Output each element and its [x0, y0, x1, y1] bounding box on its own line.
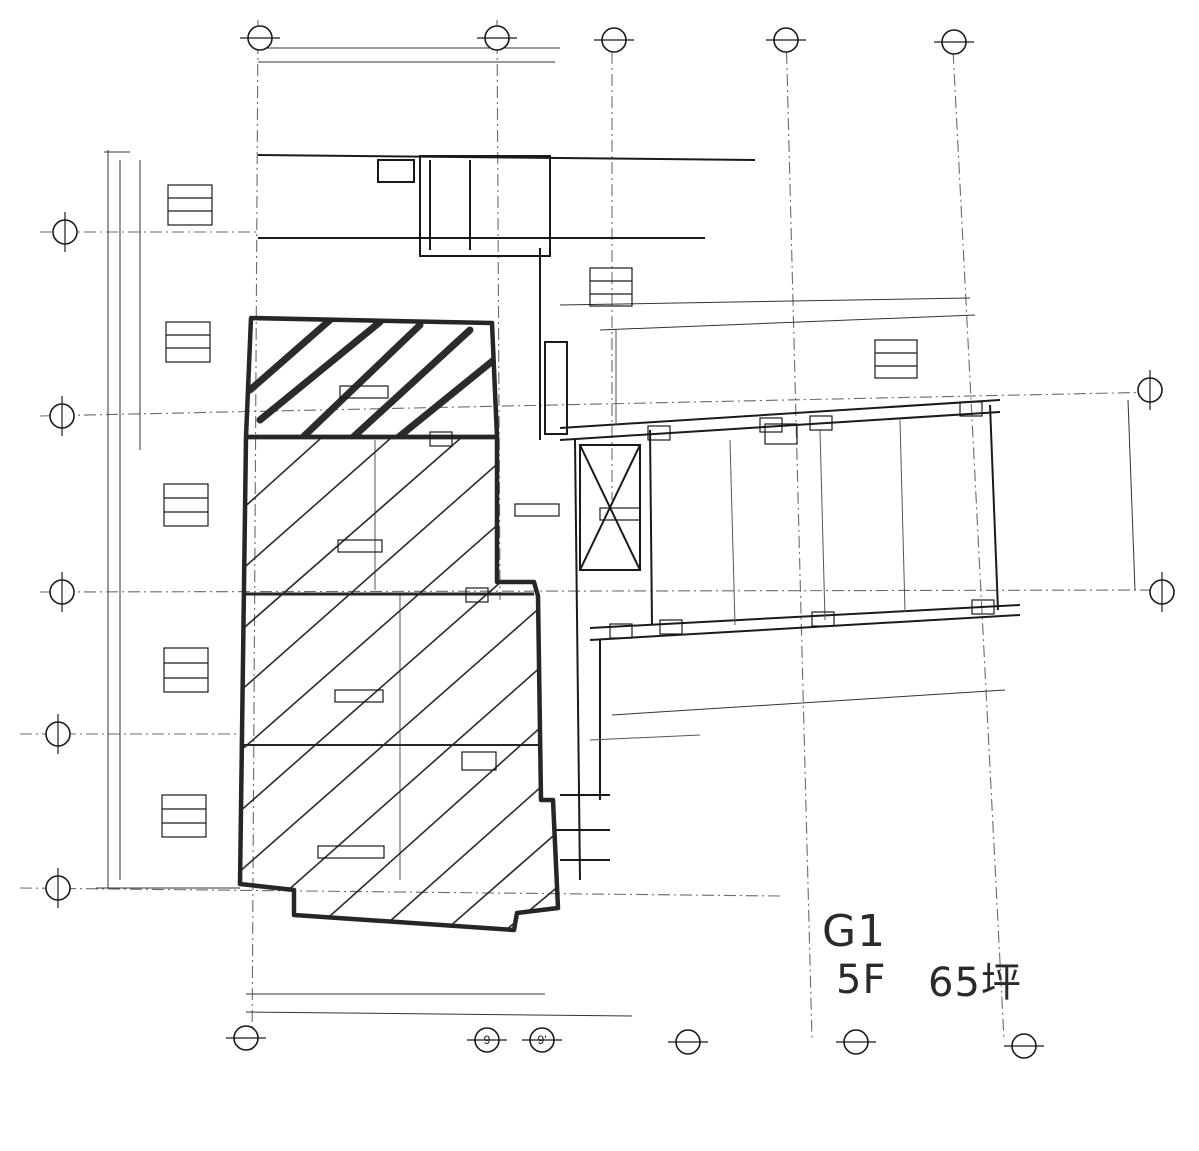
leasable-area-outline [237, 315, 561, 933]
grid-label-bottom-3: 9 [484, 1033, 491, 1047]
grid-bubble-ticks [57, 37, 1163, 1047]
partitions [374, 330, 906, 880]
dimension-lines [96, 47, 1136, 1017]
grid-lines [19, 19, 1171, 1051]
area-label: 65坪 [928, 960, 1022, 1006]
upper-hatch [246, 318, 497, 437]
column-markers [429, 401, 995, 639]
lower-hatch [240, 437, 558, 930]
grid-bubbles [45, 25, 1175, 1059]
floor-label: 5F [836, 957, 887, 1003]
area-tables [161, 184, 918, 859]
building-label: G1 [822, 906, 887, 957]
walls [257, 154, 1021, 881]
grid-label-bottom-4: 9' [538, 1033, 547, 1047]
grid-bubble-labels: 9 9' [484, 1033, 547, 1047]
